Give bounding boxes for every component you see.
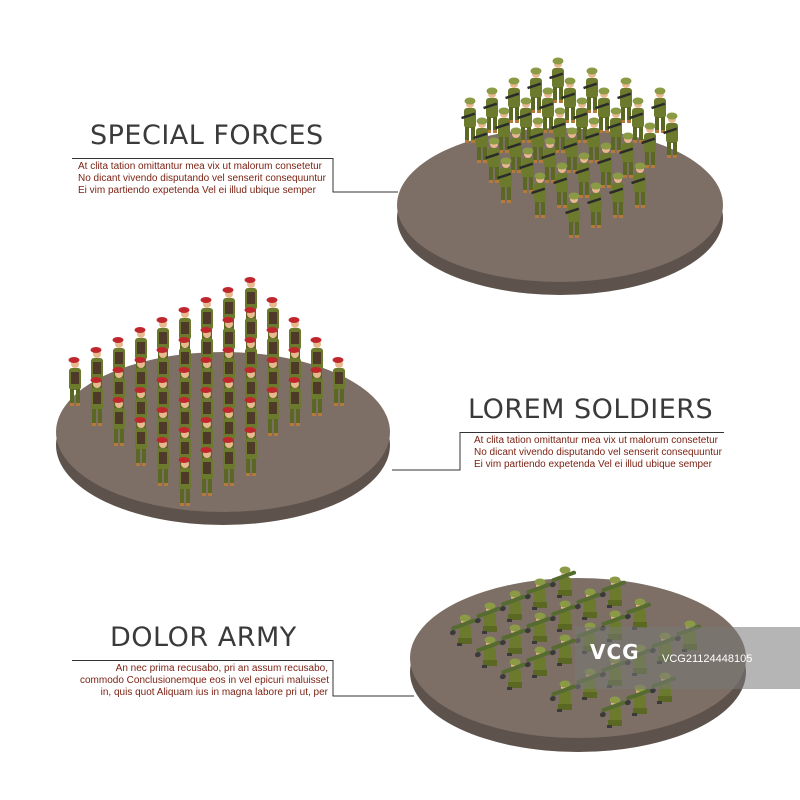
section-dolor-army: DOLOR ARMY [110,624,297,651]
section-description: An nec prima recusabo, pri an assum recu… [80,663,330,699]
watermark-logo: VCG [590,640,640,664]
description-line: No dicant vivendo disputando vel senseri… [474,447,722,458]
section-description: At clita tation omittantur mea vix ut ma… [78,161,326,197]
section-description: At clita tation omittantur mea vix ut ma… [474,435,722,471]
section-title: SPECIAL FORCES [90,120,324,151]
section-lorem-soldiers: LOREM SOLDIERS [468,396,713,423]
title-underline [72,660,333,661]
description-line: At clita tation omittantur mea vix ut ma… [78,161,322,172]
connector-line-3 [332,660,414,697]
connector-line-1 [332,158,398,193]
connector-line-2 [392,432,461,471]
description-line: Ei vim partiendo expetenda Vel ei illud … [474,459,712,470]
title-underline [72,158,333,159]
description-line: in, quis quot Aliquam ius in magna labor… [100,687,328,698]
watermark-id: VCG21124448105 [662,653,753,665]
section-special-forces: SPECIAL FORCES [72,122,324,149]
watermark-banner [575,627,800,689]
description-line: An nec prima recusabo, pri an assum recu… [115,663,328,674]
description-line: At clita tation omittantur mea vix ut ma… [474,435,718,446]
description-line: commodo Conclusionemque eos in vel epicu… [80,675,330,686]
description-line: No dicant vivendo disputando vel senseri… [78,173,326,184]
section-title: DOLOR ARMY [110,622,297,653]
title-underline [460,432,724,433]
section-title: LOREM SOLDIERS [468,394,714,425]
description-line: Ei vim partiendo expetenda Vel ei illud … [78,185,316,196]
